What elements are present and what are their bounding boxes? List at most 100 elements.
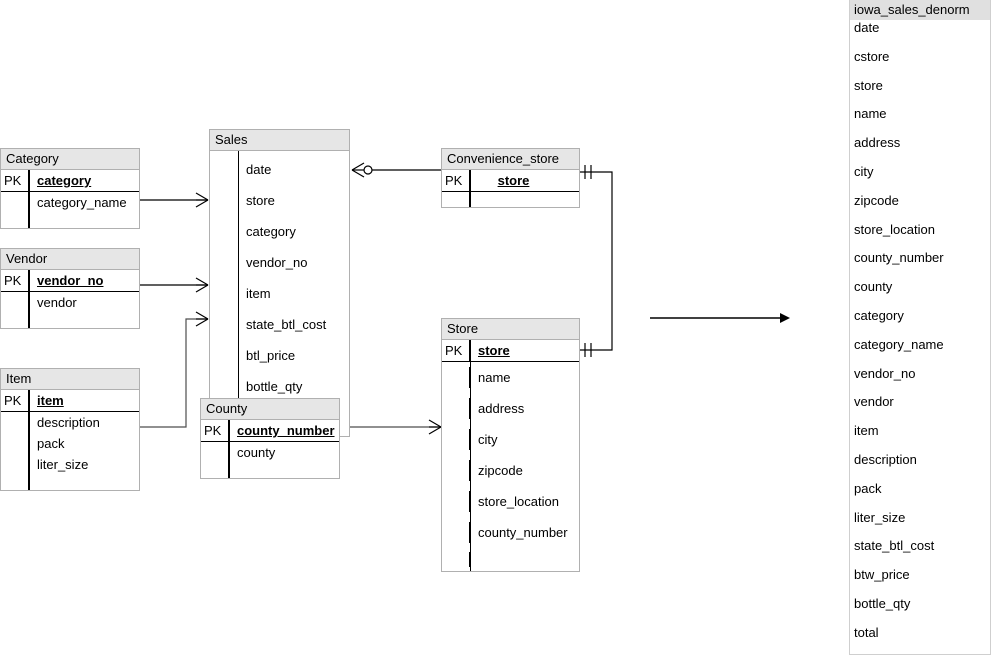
denorm-column: category_name	[854, 336, 944, 352]
entity-row-field: county	[201, 442, 339, 463]
entity-row-field: pack	[1, 433, 139, 454]
field-name	[470, 552, 579, 567]
entity-row-pk: PK store	[442, 170, 579, 192]
field-name: zipcode	[478, 463, 523, 478]
entity-title-sales: Sales	[210, 130, 349, 151]
entity-key-divider	[29, 170, 30, 228]
key-cell	[210, 221, 238, 242]
crowsfoot-county	[428, 419, 442, 435]
denorm-column: address	[854, 135, 901, 151]
key-cell	[210, 190, 238, 211]
entity-row-pk: PK county_number	[201, 420, 339, 442]
connector-item-sales	[140, 318, 208, 428]
key-cell	[1, 475, 29, 490]
one-one-marker-store	[584, 343, 592, 357]
key-cell	[210, 283, 238, 304]
entity-row-field: zipcode	[442, 455, 579, 486]
entity-row-pk: PK category	[1, 170, 139, 192]
field-name: pack	[37, 436, 65, 451]
key-cell	[210, 159, 238, 180]
denorm-column: city	[854, 163, 874, 179]
pk-label: PK	[1, 390, 29, 411]
key-cell	[442, 522, 470, 543]
entity-title-category: Category	[1, 149, 139, 170]
field-name: county_number	[478, 525, 568, 540]
entity-convenience-store[interactable]: Convenience_store PK store	[441, 148, 580, 208]
entity-title-item: Item	[1, 369, 139, 390]
entity-row-field: state_btl_cost	[210, 309, 349, 340]
entity-vendor[interactable]: Vendor PK vendor_no vendor	[0, 248, 140, 329]
pk-label: PK	[201, 420, 229, 441]
entity-key-divider	[29, 390, 30, 490]
denorm-column: btw_price	[854, 567, 910, 583]
entity-row-field: store	[210, 185, 349, 216]
connector-convenience-store-store	[580, 171, 613, 351]
entity-key-divider	[470, 340, 471, 571]
denorm-column: item	[854, 423, 879, 439]
entity-body-convenience-store: PK store	[442, 170, 579, 207]
entity-key-divider	[29, 270, 30, 328]
entity-body-store: PK store name address city zipcode st	[442, 340, 579, 571]
entity-row-field: vendor	[1, 292, 139, 313]
entity-row-field: store_location	[442, 486, 579, 517]
key-cell	[210, 252, 238, 273]
field-name: state_btl_cost	[246, 317, 327, 332]
field-name	[470, 192, 579, 207]
entity-county[interactable]: County PK county_number county	[200, 398, 340, 479]
pk-field: category	[37, 173, 92, 188]
field-name: category	[246, 224, 296, 239]
entity-title-store: Store	[442, 319, 579, 340]
key-cell	[1, 192, 29, 213]
entity-row-blank	[1, 213, 139, 228]
field-name: btl_price	[246, 348, 296, 363]
denorm-column: date	[854, 20, 880, 35]
entity-key-divider	[470, 170, 471, 207]
key-cell	[442, 429, 470, 450]
denorm-column: county	[854, 279, 893, 295]
field-name	[29, 213, 139, 228]
entity-store[interactable]: Store PK store name address city zipcode	[441, 318, 580, 572]
denorm-column: store_location	[854, 221, 935, 237]
pk-label: PK	[442, 340, 470, 361]
key-cell	[1, 213, 29, 228]
denorm-column: cstore	[854, 48, 890, 64]
key-cell	[1, 433, 29, 454]
key-cell	[442, 192, 470, 207]
entity-body-category: PK category category_name	[1, 170, 139, 228]
field-name: bottle_qty	[246, 379, 303, 394]
denorm-column: county_number	[854, 250, 944, 266]
entity-row-pk: PK vendor_no	[1, 270, 139, 292]
pk-label: PK	[1, 270, 29, 291]
key-cell	[442, 552, 470, 567]
entity-row-field: bottle_qty	[210, 371, 349, 402]
entity-category[interactable]: Category PK category category_name	[0, 148, 140, 229]
denorm-column: description	[854, 451, 917, 467]
entity-body-county: PK county_number county	[201, 420, 339, 478]
key-cell	[442, 398, 470, 419]
denorm-column: total	[854, 624, 879, 640]
key-cell	[210, 314, 238, 335]
entity-item[interactable]: Item PK item description pack liter_size	[0, 368, 140, 491]
pk-field: county_number	[237, 423, 335, 438]
entity-row-field: county_number	[442, 517, 579, 548]
field-name	[29, 313, 139, 328]
denormalized-table-panel[interactable]: iowa_sales_denorm date cstore store name…	[849, 0, 991, 655]
entity-body-vendor: PK vendor_no vendor	[1, 270, 139, 328]
key-cell	[442, 367, 470, 388]
key-cell	[210, 376, 238, 397]
one-one-marker-convenience-store	[584, 165, 592, 179]
entity-row-field: liter_size	[1, 454, 139, 475]
key-cell	[201, 442, 229, 463]
entity-row-blank	[1, 475, 139, 490]
pk-label: PK	[442, 170, 470, 191]
entity-row-pk: PK item	[1, 390, 139, 412]
entity-key-divider	[229, 420, 230, 478]
entity-sales[interactable]: Sales date store category vendor_no item	[209, 129, 350, 437]
pk-field: store	[478, 343, 510, 358]
field-name: item	[246, 286, 271, 301]
field-name: vendor	[37, 295, 77, 310]
entity-row-field: date	[210, 154, 349, 185]
crowsfoot-category	[195, 192, 209, 208]
field-name: store	[246, 193, 275, 208]
key-cell	[442, 460, 470, 481]
